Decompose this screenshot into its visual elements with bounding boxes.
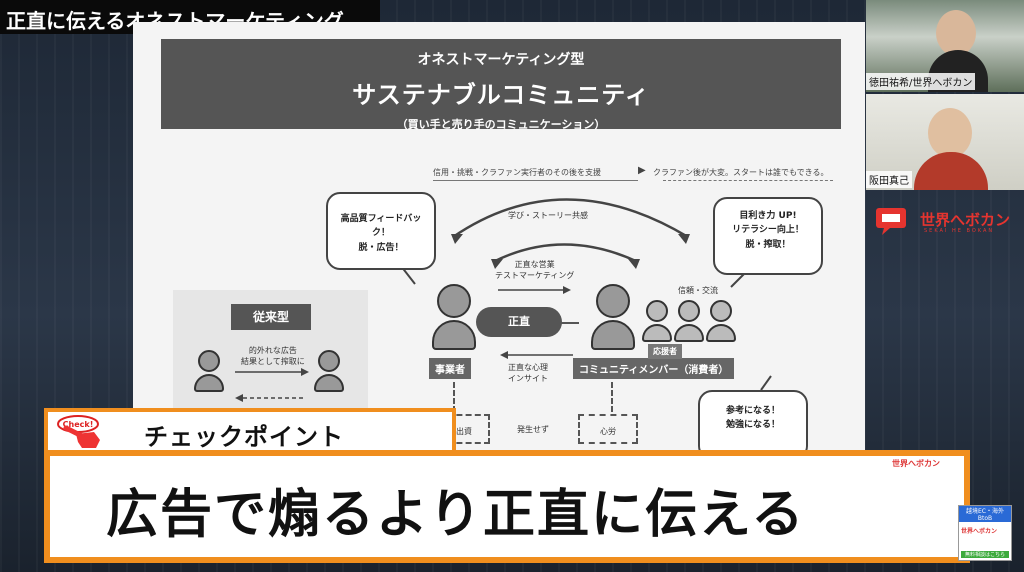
label-line: 正直な営業 — [514, 260, 555, 269]
participant-video-1[interactable]: 徳田祐希/世界へボカン — [866, 0, 1024, 92]
learn-label: 学び・ストーリー共感 — [508, 211, 588, 220]
label-line: テストマーケティング — [495, 271, 575, 281]
caption-text: 広告で煽るより正直に伝える — [106, 485, 806, 545]
slide-header: オネストマーケティング型 サステナブルコミュニティ （買い手と売り手のコミュニケ… — [161, 39, 841, 131]
business-person-icon — [429, 284, 479, 350]
reference-bubble: 参考になる！ 勉強になる！ — [698, 390, 808, 452]
honest-pill: 正直 — [476, 307, 562, 337]
checkpoint-banner: Check! チェックポイント — [44, 408, 456, 454]
honest-psych-label: 正直な心理 インサイト — [508, 362, 548, 384]
business-tag: 事業者 — [429, 358, 471, 379]
presentation-slide: オネストマーケティング型 サステナブルコミュニティ （買い手と売り手のコミュニケ… — [133, 22, 865, 452]
brand-logo: 世界へボカン SEKAI HE BOKAN — [870, 204, 1020, 240]
divider-dashed — [663, 180, 833, 181]
outcome-box: 心労 — [578, 414, 638, 444]
ad-thumbnail[interactable]: 越境EC・海外BtoB 世界へボカン 無料相談はこちら — [958, 505, 1012, 561]
person-body — [674, 324, 704, 342]
person-body — [314, 374, 344, 392]
bubble-line: 勉強になる！ — [725, 420, 780, 431]
outcome-label: 発生せず — [517, 425, 549, 434]
buyer-person-icon — [313, 350, 345, 392]
feedback-bubble: 高品質フィードバック！ 脱・広告！ — [326, 192, 436, 270]
slide-paren: （買い手と売り手のコミュニケーション） — [396, 118, 606, 131]
label-line: 的外れな広告 — [248, 346, 297, 355]
person-head — [710, 300, 732, 322]
bubble-line: 目利き力 UP! — [739, 211, 797, 221]
label-line: 結果として搾取に — [241, 357, 305, 367]
supporter-person-icon — [641, 300, 673, 342]
bubble-line: 参考になる！ — [725, 406, 780, 416]
literacy-bubble: 目利き力 UP! リテラシー向上！ 脱・搾取！ — [713, 197, 823, 275]
note-arrow-icon: ▶ — [638, 165, 646, 176]
person-body — [194, 374, 224, 392]
person-head — [678, 300, 700, 322]
person-body — [642, 324, 672, 342]
ad-bottom: 無料相談はこちら — [961, 551, 1009, 558]
person-head — [437, 284, 471, 318]
ad-top: 越境EC・海外BtoB — [959, 506, 1011, 522]
supporter-person-icon — [673, 300, 705, 342]
check-hand-icon: Check! — [57, 415, 100, 448]
divider-solid — [433, 180, 638, 181]
person-head — [596, 284, 630, 318]
person-head — [198, 350, 220, 372]
person-body — [432, 320, 476, 350]
supporter-tag: 応援者 — [648, 344, 682, 359]
community-person-icon — [588, 284, 638, 350]
bubble-line: リテラシー向上！ — [732, 225, 804, 236]
community-tag: コミュニティメンバー（消費者） — [573, 358, 735, 379]
person-head — [318, 350, 340, 372]
speech-bubble-logo-icon — [876, 208, 906, 235]
participant-name: 阪田真己 — [866, 171, 912, 188]
seller-person-icon — [193, 350, 225, 392]
bubble-line: 高品質フィードバック！ — [340, 214, 422, 239]
person-body — [591, 320, 635, 350]
brand-name: 世界へボカン — [920, 211, 1011, 229]
person-body — [706, 324, 736, 342]
participant-face — [936, 10, 976, 56]
label-line: インサイト — [508, 374, 548, 384]
brand-sub: SEKAI HE BOKAN — [924, 228, 995, 234]
trust-label: 信頼・交流 — [678, 286, 718, 295]
participant-face — [928, 108, 972, 158]
dashed-connector — [611, 382, 613, 412]
arrow-arcs — [400, 198, 772, 391]
banner-brand: 世界へボカン — [892, 459, 940, 468]
honest-sales-label: 正直な営業 テストマーケティング — [495, 259, 574, 281]
traditional-title: 従来型 — [231, 304, 311, 330]
participant-body — [914, 152, 988, 190]
slide-subtitle: オネストマーケティング型 — [417, 52, 585, 68]
supporter-person-icon — [705, 300, 737, 342]
traditional-arrows — [235, 368, 309, 402]
label-line: 正直な心理 — [508, 363, 548, 372]
dashed-connector — [453, 382, 455, 412]
participant-name: 徳田祐希/世界へボカン — [866, 73, 976, 90]
outcome-label: 心労 — [600, 427, 616, 436]
bubble-line: 脱・広告！ — [358, 242, 404, 253]
traditional-labels: 的外れな広告 結果として搾取に — [241, 345, 305, 367]
support-note: 信用・挑戦・クラファン実行者のその後を支援 — [433, 168, 601, 177]
slide-title: サステナブルコミュニティ — [352, 81, 650, 109]
crowdfund-note: クラファン後が大変。スタートは誰でもできる。 — [653, 168, 829, 177]
caption-banner: 世界へボカン 広告で煽るより正直に伝える — [44, 450, 970, 563]
participant-video-2[interactable]: 阪田真己 — [866, 94, 1024, 190]
checkpoint-label: チェックポイント — [144, 423, 344, 451]
person-head — [646, 300, 668, 322]
outcome-label: 出資 — [456, 427, 472, 436]
bubble-line: 脱・搾取！ — [745, 239, 791, 250]
check-logo-text: Check! — [63, 420, 94, 429]
ad-mid: 世界へボカン — [961, 528, 998, 535]
